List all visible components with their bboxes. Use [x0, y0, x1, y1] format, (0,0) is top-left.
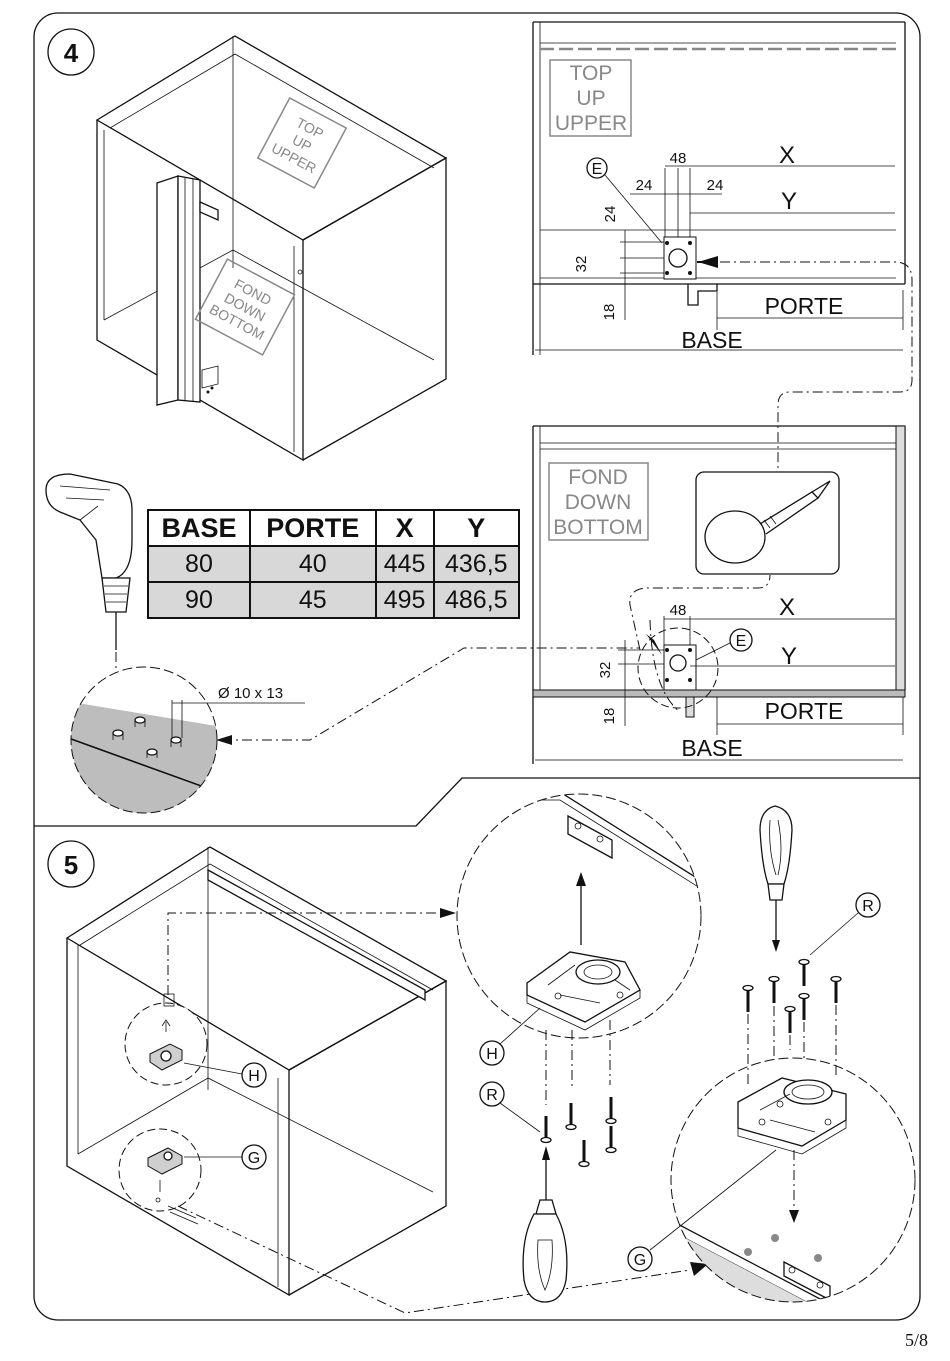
lower-dim-32: 32 — [597, 662, 614, 679]
step5-label-h-large: H — [486, 1046, 498, 1063]
step5-label-g-small: G — [248, 1150, 260, 1167]
table-cell: 80 — [147, 545, 251, 583]
table-cell: 495 — [374, 581, 435, 619]
lower-label-e: E — [736, 633, 747, 650]
lower-stamp-1: FOND — [568, 466, 628, 489]
upper-dim-18: 18 — [601, 304, 618, 321]
cabinet-step4: TOP UP UPPER FOND DOWN BOTTOM — [95, 35, 448, 462]
table-header-row: BASE PORTE X Y — [147, 509, 521, 547]
screwdriver-bottom — [522, 1146, 568, 1303]
page-frame — [33, 12, 921, 1321]
step-5-badge — [47, 840, 95, 888]
table-header-y: Y — [432, 509, 521, 547]
table-header-porte: PORTE — [248, 509, 377, 547]
lower-stamp-3: BOTTOM — [553, 516, 642, 539]
table-cell: 90 — [147, 581, 251, 619]
table-cell: 445 — [374, 545, 435, 583]
lower-label-x: X — [779, 594, 795, 621]
dimension-table: BASE PORTE X Y 80 40 445 436,5 90 45 495… — [147, 509, 521, 619]
step-4-number: 4 — [64, 38, 79, 68]
lower-label-porte: PORTE — [765, 698, 844, 724]
screws-left: R — [479, 1081, 617, 1168]
step5-label-r-left: R — [486, 1087, 498, 1104]
upper-dim-24-right: 24 — [707, 177, 724, 194]
upper-label-x: X — [779, 142, 795, 169]
screwdriver-top — [759, 805, 793, 952]
table-cell: 45 — [248, 581, 377, 619]
step5-label-g-large: G — [634, 1252, 646, 1269]
page-number: 5/8 — [905, 1330, 929, 1350]
step-4: 4 TOP UP UPPER — [45, 21, 913, 814]
h-detail: H — [456, 793, 702, 1105]
upper-stamp-3: UPPER — [555, 112, 627, 135]
table-header-x: X — [374, 509, 435, 547]
awl-icon — [704, 510, 766, 564]
upper-label-porte: PORTE — [765, 293, 844, 319]
upper-label-e: E — [592, 161, 603, 178]
awl-callout — [695, 471, 840, 575]
upper-dim-24-vertical: 24 — [602, 206, 619, 223]
lower-stamp-2: DOWN — [565, 491, 632, 514]
upper-dim-32: 32 — [573, 256, 590, 273]
drill-icon — [45, 473, 133, 579]
table-cell: 40 — [248, 545, 377, 583]
drill-hole-detail: Ø 10 x 13 — [70, 647, 640, 814]
lower-label-y: Y — [781, 643, 797, 670]
upper-dim-24-left: 24 — [636, 177, 653, 194]
table-row: 90 45 495 486,5 — [147, 581, 521, 619]
upper-label-y: Y — [781, 188, 797, 215]
lower-dim-48: 48 — [670, 602, 687, 619]
upper-stamp-1: TOP — [570, 62, 613, 85]
upper-dim-48: 48 — [670, 150, 687, 167]
step5-label-h-small: H — [248, 1068, 260, 1085]
table-row: 80 40 445 436,5 — [147, 545, 521, 583]
cabinet-step5: H G — [65, 846, 708, 1314]
upper-label-base: BASE — [681, 327, 742, 353]
table-header-base: BASE — [147, 509, 251, 547]
table-cell: 486,5 — [432, 581, 521, 619]
screw-icon — [540, 1116, 552, 1144]
screws-right: R — [742, 892, 881, 1085]
step-5-number: 5 — [64, 850, 78, 880]
lower-detail: FOND DOWN BOTTOM E 48 32 18 X Y PO — [532, 425, 906, 764]
drill-hole-dimension: Ø 10 x 13 — [218, 685, 283, 702]
upper-detail: TOP UP UPPER E 48 24 24 — [532, 21, 913, 472]
upper-stamp-2: UP — [576, 87, 605, 110]
step-4-badge — [47, 28, 95, 76]
lower-label-base: BASE — [681, 735, 742, 761]
table-cell: 436,5 — [432, 545, 521, 583]
step-5: 5 H G — [47, 793, 916, 1314]
step-divider — [34, 777, 920, 827]
lower-dim-18: 18 — [601, 708, 618, 725]
step5-label-r-right: R — [862, 898, 874, 915]
g-detail: G — [627, 1057, 916, 1303]
lower-mounting-plate — [663, 644, 697, 691]
